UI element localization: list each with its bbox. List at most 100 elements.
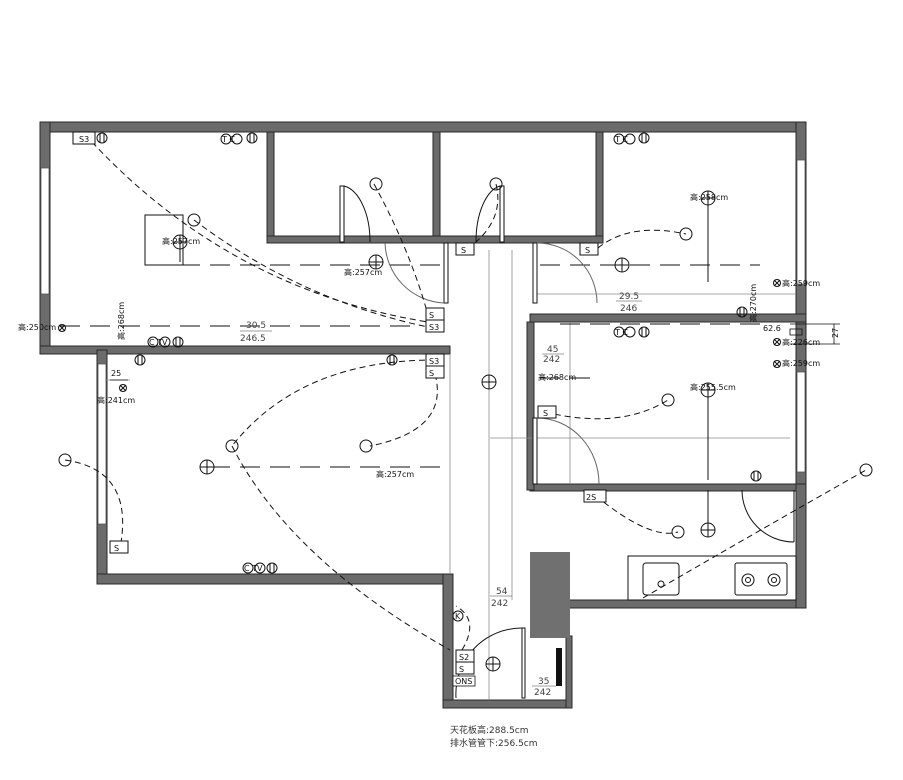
switch-label-s: S xyxy=(585,246,590,255)
switch-box xyxy=(537,405,557,419)
switch-box xyxy=(425,319,445,333)
height-label: 高:257cm xyxy=(162,236,200,246)
switch-label-s: S xyxy=(114,544,119,553)
tc-ctv-labels: T C T C T C C TV C TV xyxy=(147,133,636,574)
ceiling-light xyxy=(671,525,685,539)
dim-label: 62.6 xyxy=(763,324,781,333)
ceiling-light xyxy=(369,177,383,191)
outlet-icon xyxy=(736,306,748,318)
main-light xyxy=(199,459,215,475)
ceiling-light xyxy=(859,463,873,477)
tc-label: T C xyxy=(614,135,628,144)
switch-label-s3: S3 xyxy=(429,357,439,366)
ons-label: ONS xyxy=(455,677,472,686)
switch-label-2s: 2S xyxy=(586,493,596,502)
switch-label-s3: S3 xyxy=(79,135,89,144)
k-label: K xyxy=(455,612,461,621)
tc-outlet: T C xyxy=(613,326,636,338)
k-symbol: K xyxy=(452,610,464,622)
ceiling-note: 天花板高:288.5cm xyxy=(450,724,529,736)
ctv-outlet: C TV xyxy=(147,336,171,348)
windows xyxy=(40,159,806,525)
ceiling-light xyxy=(225,439,239,453)
ceiling-light xyxy=(187,213,201,227)
switch-label-s: S xyxy=(429,369,434,378)
outlet-icon xyxy=(750,470,762,482)
height-label: 高:258cm xyxy=(690,192,728,202)
switch-box xyxy=(455,242,475,256)
dim-label: 242 xyxy=(543,355,560,365)
main-light xyxy=(700,522,716,538)
structural-column xyxy=(530,552,570,638)
switch-label-s: S xyxy=(429,311,434,320)
height-label: 高:257cm xyxy=(376,469,414,479)
main-light xyxy=(614,257,630,273)
switch-label-s2: S2 xyxy=(459,653,469,662)
height-label: 高:250cm xyxy=(18,322,56,332)
ctv-outlet: C TV xyxy=(242,562,266,574)
junction-icon xyxy=(773,279,781,287)
switch-box xyxy=(109,540,129,554)
tc-outlet: T C xyxy=(613,133,636,145)
light-fixtures xyxy=(58,177,873,672)
laundry-bar xyxy=(556,648,562,686)
switch-label-s3: S3 xyxy=(429,323,439,332)
switch-box xyxy=(579,242,599,256)
height-label: 高:255.5cm xyxy=(690,382,736,392)
switch-box xyxy=(583,489,607,503)
switch-label-s: S xyxy=(543,409,548,418)
tc-label: T C xyxy=(614,328,628,337)
dim-label: 54 xyxy=(496,587,508,597)
beam-dashed-lines xyxy=(60,264,760,468)
dim-ticks xyxy=(110,323,840,381)
junction-icon xyxy=(58,324,66,332)
dim-label: 30.5 xyxy=(246,321,266,331)
doors xyxy=(339,185,795,699)
outlets xyxy=(96,132,762,574)
height-labels: 高:250cm 高:257cm 高:257cm 高:258cm 高:259cm … xyxy=(18,192,820,479)
outlet-icon xyxy=(386,354,398,366)
junction-icon xyxy=(119,384,127,392)
switch-label-s: S xyxy=(461,246,466,255)
dim-label: 242 xyxy=(534,688,551,698)
height-label: 高:268cm xyxy=(116,302,126,340)
dim-label: 246 xyxy=(620,304,637,314)
junction-icon xyxy=(773,360,781,368)
height-label: 高:257cm xyxy=(344,267,382,277)
outlet-icon xyxy=(266,562,278,574)
ceiling-light xyxy=(679,227,693,241)
switch-box xyxy=(425,365,445,379)
wiring xyxy=(64,141,867,651)
main-light xyxy=(368,254,384,270)
switches xyxy=(72,131,607,675)
height-label: 高:270cm xyxy=(748,284,758,322)
height-label: 高:241cm xyxy=(97,395,135,405)
tc-outlet: T C xyxy=(220,133,243,145)
dim-label: 25 xyxy=(111,369,121,378)
ctv-label: C TV xyxy=(149,338,168,347)
outlet-icon xyxy=(172,336,184,348)
dimension-labels: 30.5 246.5 29.5 246 45 242 25 54 242 35 … xyxy=(111,292,840,698)
ceiling-light xyxy=(489,177,503,191)
switch-box xyxy=(455,661,475,675)
dim-label: 29.5 xyxy=(619,292,639,302)
height-label: 高:259cm xyxy=(782,278,820,288)
kitchen-counter xyxy=(627,555,797,601)
height-label: 高:226cm xyxy=(782,337,820,347)
switch-box xyxy=(72,131,96,145)
height-label: 高:259cm xyxy=(782,358,820,368)
outlet-icon xyxy=(134,354,146,366)
dim-label: 242 xyxy=(491,599,508,609)
main-light xyxy=(485,656,501,672)
left-room-box xyxy=(144,214,184,266)
ctv-label: C TV xyxy=(244,564,263,573)
notes: 天花板高:288.5cm 排水管管下:256.5cm xyxy=(450,724,538,749)
dim-label: 45 xyxy=(547,345,558,355)
dim-label: 27 xyxy=(831,328,840,338)
tc-label: T C xyxy=(221,135,235,144)
dim-label: 246.5 xyxy=(240,334,266,344)
height-label: 高:268cm xyxy=(538,372,576,382)
pipe-note: 排水管管下:256.5cm xyxy=(450,737,538,749)
dim-label: 35 xyxy=(538,677,549,687)
